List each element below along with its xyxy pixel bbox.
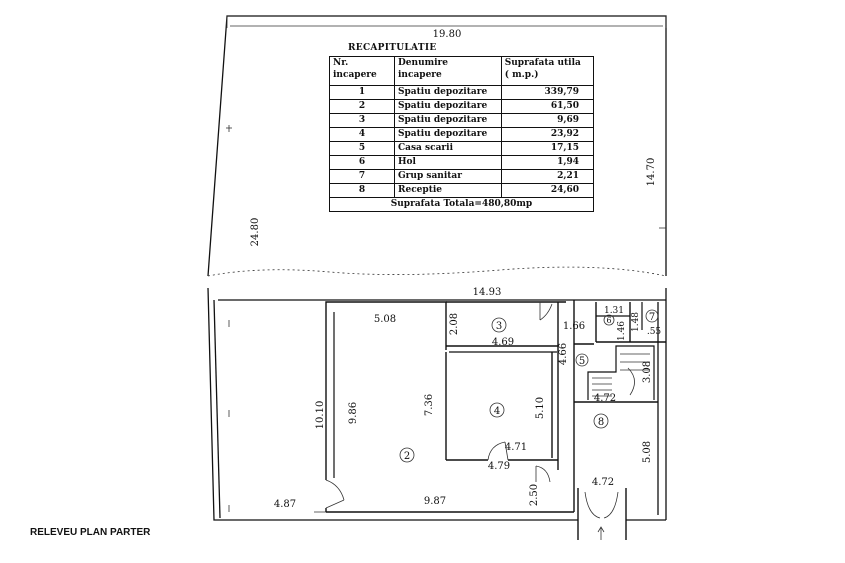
- dim-room4-left: 7.36: [424, 394, 435, 416]
- row-nr: 5: [329, 141, 395, 156]
- dim-right-upper: 14.70: [646, 158, 657, 187]
- dim-stairs: 3.08: [642, 361, 653, 383]
- dim-inner-top: 14.93: [473, 287, 502, 298]
- row-nr: 4: [329, 127, 395, 142]
- row-area: 339,79: [500, 85, 595, 100]
- dim-room6-top: 1.31: [604, 306, 624, 316]
- recap-header-row: Nr. incapere Denumire incapere Suprafata…: [329, 56, 595, 86]
- header-nr: Nr. incapere: [329, 56, 395, 86]
- dim-entry-wall: 2.50: [529, 484, 540, 506]
- row-name: Spatiu depozitare: [394, 99, 502, 114]
- row-nr: 8: [329, 183, 395, 198]
- row-area: 9,69: [500, 113, 595, 128]
- room-label-6: 6: [606, 316, 611, 325]
- row-name: Spatiu depozitare: [394, 127, 502, 142]
- dim-room6-a: 1.46: [617, 321, 627, 341]
- row-name: Spatiu depozitare: [394, 113, 502, 128]
- row-area: 23,92: [500, 127, 595, 142]
- header-name: Denumire incapere: [394, 56, 502, 86]
- dim-room8-right: 5.08: [642, 441, 653, 463]
- room-markers: 3 4 2 5 6 7 8: [399, 309, 659, 463]
- room-label-8: 8: [598, 417, 604, 428]
- row-nr: 1: [329, 85, 395, 100]
- row-nr: 2: [329, 99, 395, 114]
- dim-room2-left-outer: 10.10: [315, 401, 326, 430]
- row-area: 2,21: [500, 169, 595, 184]
- row-area: 17,15: [500, 141, 595, 156]
- dim-room4-right: 5.10: [535, 397, 546, 419]
- room-label-2: 2: [404, 451, 410, 462]
- dim-room8-top: 4.72: [594, 393, 616, 404]
- row-nr: 7: [329, 169, 395, 184]
- row-name: Receptie: [394, 183, 502, 198]
- dim-bottom-left: 4.87: [274, 499, 296, 510]
- row-name: Grup sanitar: [394, 169, 502, 184]
- room-label-7: 7: [649, 312, 655, 323]
- row-nr: 6: [329, 155, 395, 170]
- dim-room5-height: 4.66: [558, 343, 569, 365]
- recap-total: Suprafata Totala=480,80mp: [329, 197, 594, 212]
- dim-left-height: 24.80: [250, 218, 261, 247]
- room-3-walls: [446, 301, 566, 353]
- row-name: Casa scarii: [394, 141, 502, 156]
- recap-total-row: Suprafata Totala=480,80mp: [329, 197, 594, 212]
- dim-room3-bottom: 4.69: [492, 337, 514, 348]
- upper-outline: [207, 15, 667, 277]
- dim-room7: .55: [647, 327, 662, 337]
- dimension-labels: 19.80 14.70 24.80 14.93 5.08 2.08 4.69 7…: [250, 29, 661, 510]
- dim-entry-width: 4.72: [592, 477, 614, 488]
- dim-room4-bottom: 4.79: [488, 461, 510, 472]
- dim-top-width: 19.80: [433, 29, 462, 40]
- dim-room2-left-inner: 9.86: [348, 402, 359, 424]
- room-label-3: 3: [496, 321, 502, 332]
- row-area: 1,94: [500, 155, 595, 170]
- header-area: Suprafata utila ( m.p.): [500, 56, 595, 86]
- row-area: 24,60: [500, 183, 595, 198]
- dim-room4-door: 4.71: [505, 442, 527, 453]
- row-nr: 3: [329, 113, 395, 128]
- recap-title: RECAPITULATIE: [348, 43, 437, 53]
- room-label-4: 4: [494, 406, 500, 417]
- room-2-walls: [325, 301, 574, 513]
- plan-caption: RELEVEU PLAN PARTER: [30, 527, 151, 538]
- room-label-5: 5: [579, 356, 585, 367]
- row-name: Spatiu depozitare: [394, 85, 502, 100]
- stair-area: [574, 302, 666, 403]
- recap-table-block: RECAPITULATIE Nr. incapere Denumire inca…: [329, 40, 595, 212]
- dim-room6-b: 1.48: [631, 312, 641, 332]
- dim-corridor: 1.66: [563, 321, 585, 332]
- entrance: [535, 300, 627, 540]
- dim-room2-top: 5.08: [374, 314, 396, 325]
- recap-table: Nr. incapere Denumire incapere Suprafata…: [329, 56, 595, 212]
- row-area: 61,50: [500, 99, 595, 114]
- dim-room3-wall: 2.08: [449, 313, 460, 335]
- dim-bottom-main: 9.87: [424, 496, 446, 507]
- row-name: Hol: [394, 155, 502, 170]
- room-4-walls: [445, 346, 559, 470]
